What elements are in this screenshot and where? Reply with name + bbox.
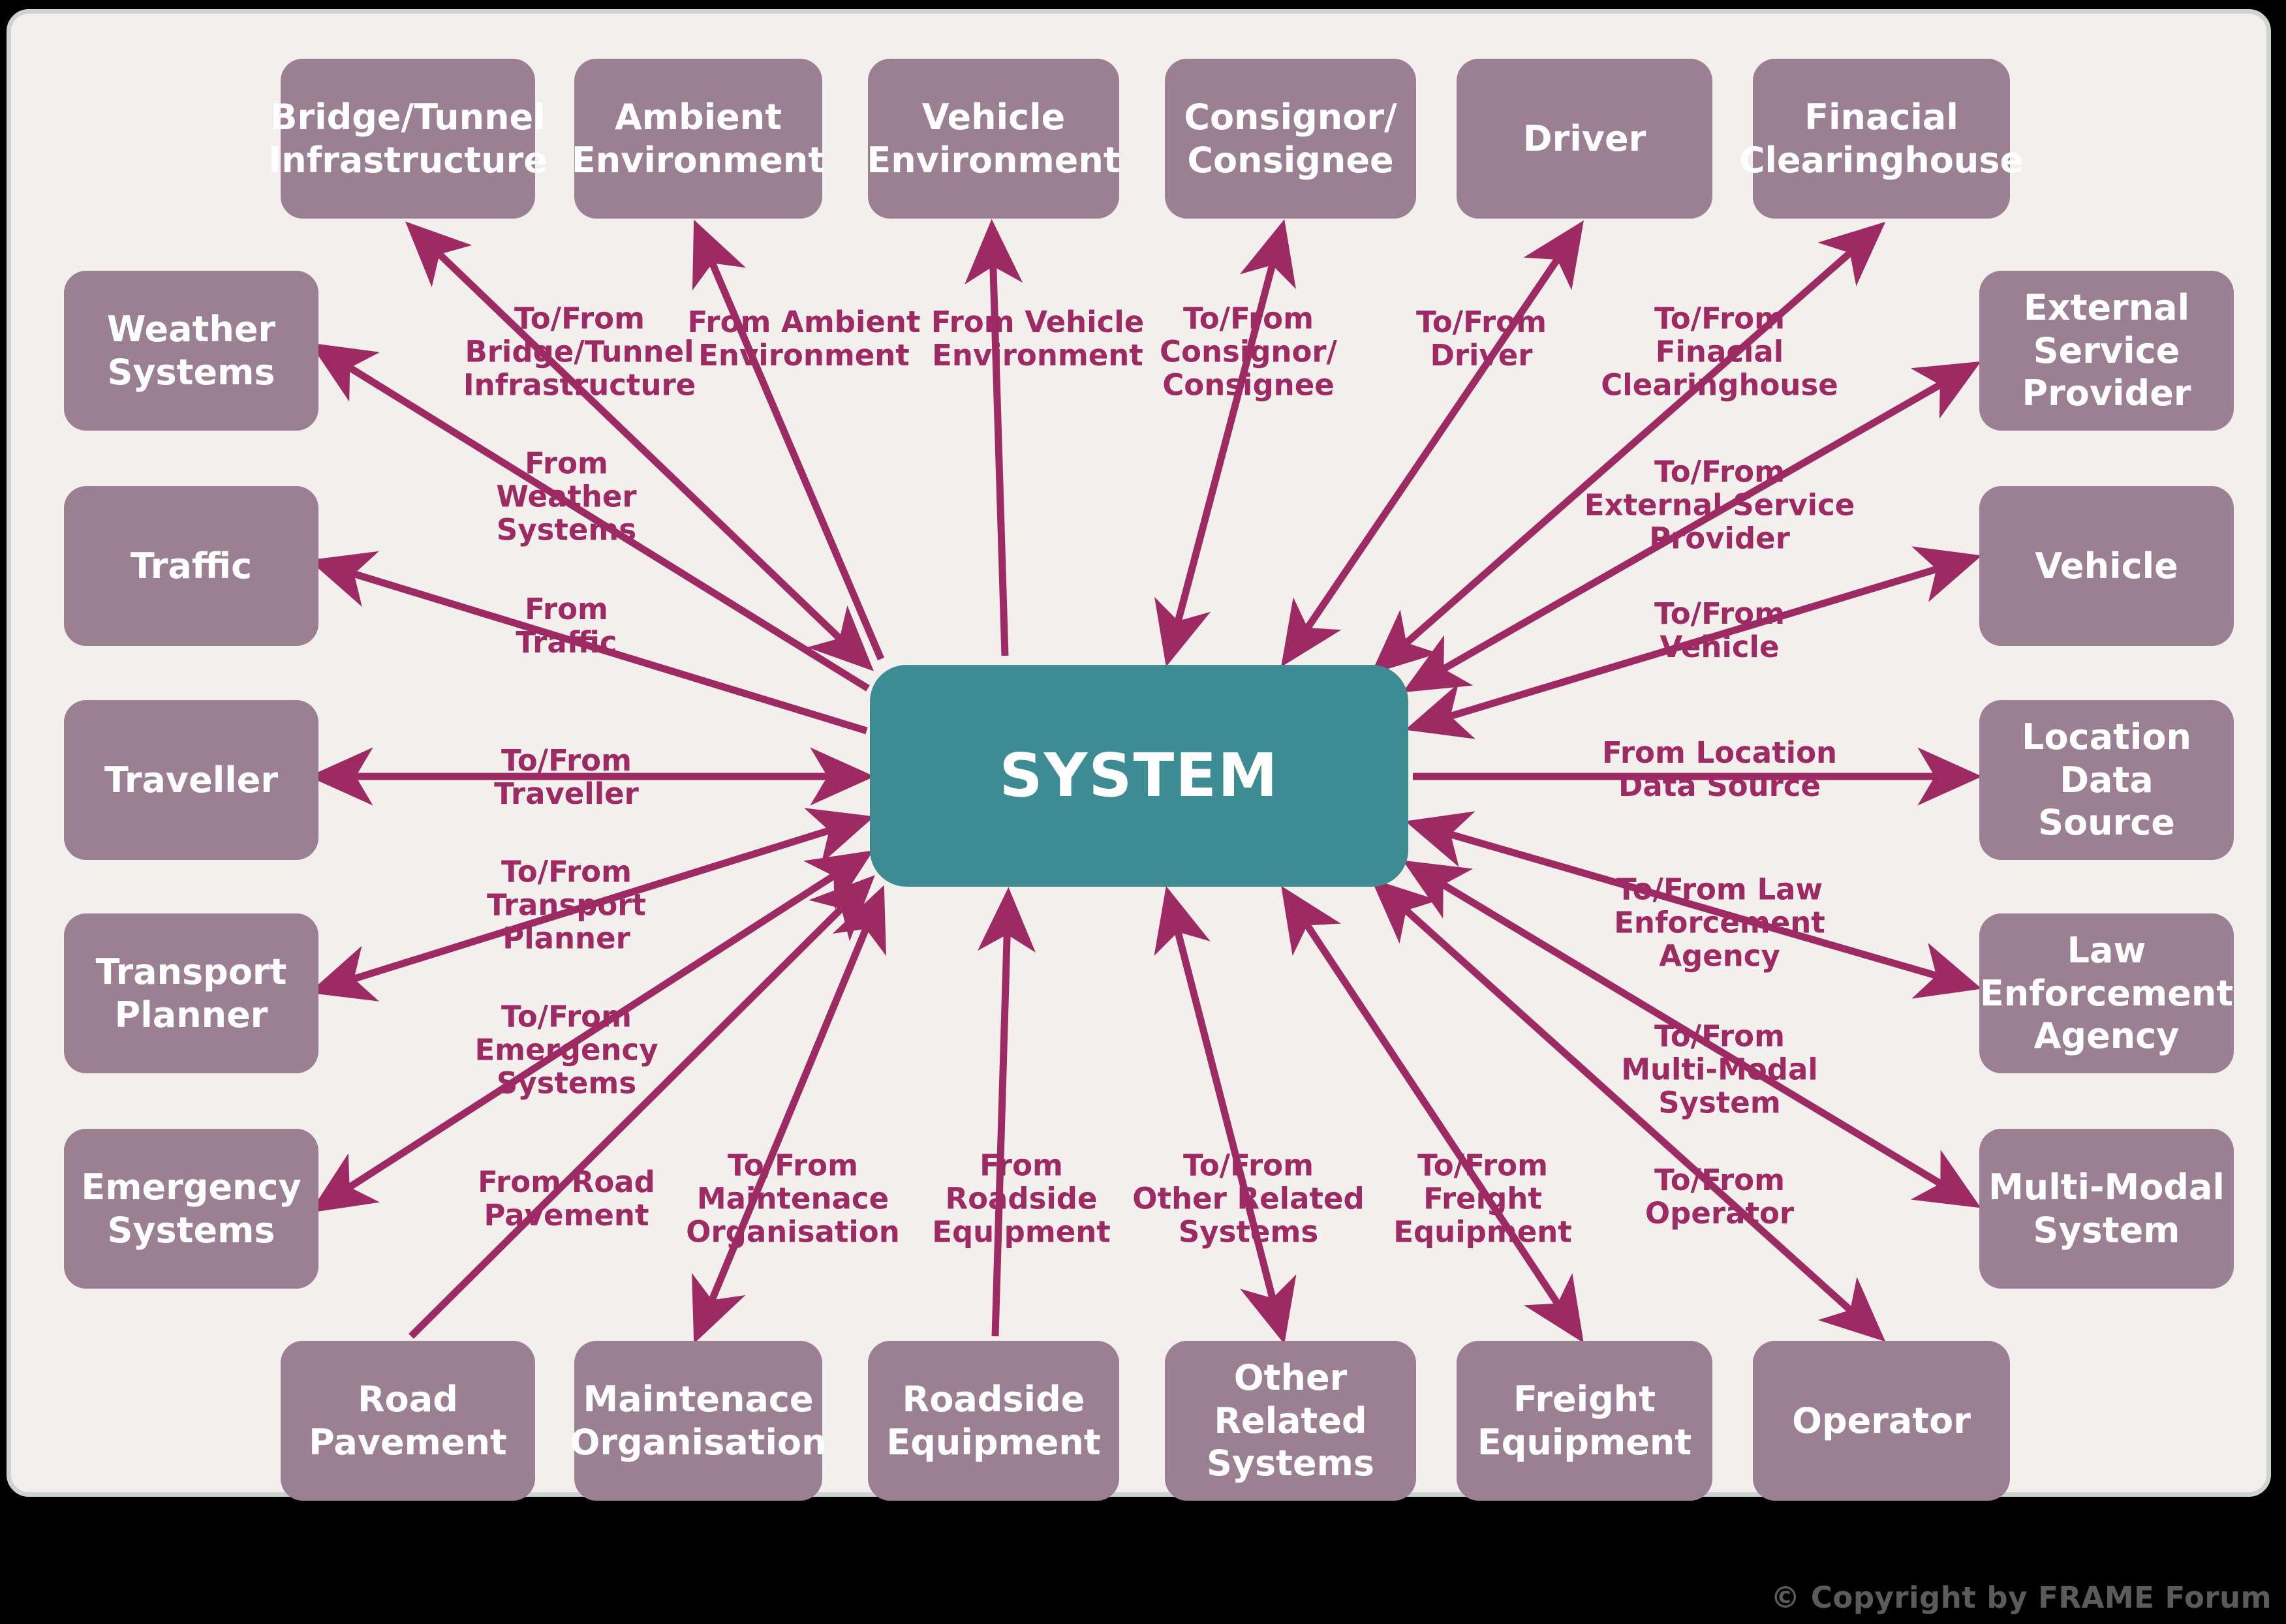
actor-vehicle[interactable]: Vehicle — [1979, 486, 2234, 646]
flow-law-enforcement-agency-label: To/From Law Enforcement Agency — [1614, 872, 1825, 973]
edge-vehicle — [1405, 546, 1982, 739]
edge-roadside-equipment — [977, 887, 1036, 1337]
actor-label: Weather Systems — [106, 308, 276, 393]
flow-road-pavement-label: From Road Pavement — [478, 1165, 655, 1233]
actor-multi-modal-system[interactable]: Multi-Modal System — [1979, 1129, 2234, 1289]
actor-roadside-equipment[interactable]: Roadside Equipment — [868, 1341, 1119, 1501]
actor-label: Roadside Equipment — [886, 1378, 1101, 1463]
actor-label: Vehicle Environment — [867, 96, 1120, 181]
actor-label: Traveller — [104, 759, 279, 801]
actor-location-data-source[interactable]: Location Data Source — [1979, 700, 2234, 860]
flow-multi-modal-system-label: To/From Multi-Modal System — [1621, 1019, 1818, 1120]
actor-driver[interactable]: Driver — [1457, 59, 1712, 219]
actor-label: Consignor/ Consignee — [1184, 96, 1397, 181]
actor-label: Road Pavement — [309, 1378, 507, 1463]
actor-label: External Service Provider — [2022, 286, 2191, 414]
actor-road-pavement[interactable]: Road Pavement — [281, 1341, 535, 1501]
flow-roadside-equipment-label: From Roadside Equipment — [932, 1148, 1111, 1249]
flow-other-related-systems-label: To/From Other Related Systems — [1132, 1148, 1365, 1249]
actor-label: Multi-Modal System — [1988, 1166, 2225, 1251]
actor-label: Finacial Clearinghouse — [1738, 96, 2024, 181]
actor-transport-planner[interactable]: Transport Planner — [64, 913, 318, 1073]
edge-other-related-systems — [1154, 886, 1297, 1344]
actor-bridge-tunnel-infrastructure[interactable]: Bridge/Tunnel Infrastructure — [268, 59, 548, 219]
actor-ambient-environment[interactable]: Ambient Environment — [571, 59, 826, 219]
edge-freight-equipment — [1281, 885, 1584, 1343]
actor-law-enforcement-agency[interactable]: Law Enforcement Agency — [1979, 913, 2234, 1073]
actor-label: Emergency Systems — [81, 1166, 301, 1251]
flow-ambient-environment-label: From Ambient Environment — [687, 305, 921, 373]
actor-label: Location Data Source — [2022, 716, 2191, 844]
flow-driver-label: To/From Driver — [1416, 305, 1547, 373]
edge-finacial-clearinghouse — [1370, 221, 1886, 675]
actor-label: Other Related Systems — [1206, 1356, 1375, 1484]
actor-consignor-consignee[interactable]: Consignor/ Consignee — [1165, 59, 1416, 219]
edge-driver — [1281, 220, 1584, 667]
actor-finacial-clearinghouse[interactable]: Finacial Clearinghouse — [1739, 59, 2024, 219]
flow-emergency-systems-label: To/From Emergency Systems — [474, 999, 658, 1101]
flow-vehicle-environment-label: From Vehicle Environment — [931, 305, 1145, 373]
actor-label: Maintenace Organisation — [570, 1378, 827, 1463]
actor-label: Bridge/Tunnel Infrastructure — [268, 96, 548, 181]
actor-label: Transport Planner — [95, 951, 287, 1035]
edge-transport-planner — [309, 808, 874, 1002]
flow-traveller-label: To/From Traveller — [494, 743, 639, 811]
flow-maintenace-organisation-label: To/From Maintenace Organisation — [686, 1148, 900, 1249]
flow-location-data-source-label: From Location Data Source — [1601, 735, 1838, 803]
edge-bridge-tunnel-infrastructure — [405, 221, 874, 671]
actor-label: Law Enforcement Agency — [1979, 929, 2234, 1057]
actor-external-service-provider[interactable]: External Service Provider — [1979, 271, 2234, 431]
flow-traffic-label: From Traffic — [516, 592, 617, 660]
actor-weather-systems[interactable]: Weather Systems — [64, 271, 318, 431]
flow-vehicle-label: To/From Vehicle — [1654, 596, 1785, 664]
system-box[interactable]: SYSTEM — [870, 665, 1408, 887]
edge-vehicle-environment — [965, 219, 1023, 656]
actor-emergency-systems[interactable]: Emergency Systems — [64, 1129, 318, 1289]
edge-weather-systems — [309, 343, 870, 692]
actor-traveller[interactable]: Traveller — [64, 700, 318, 860]
actor-other-related-systems[interactable]: Other Related Systems — [1165, 1341, 1416, 1501]
actor-label: Vehicle — [2035, 545, 2178, 587]
flow-weather-systems-label: From Weather Systems — [496, 446, 637, 547]
actor-label: Operator — [1792, 1400, 1971, 1441]
actor-freight-equipment[interactable]: Freight Equipment — [1457, 1341, 1712, 1501]
actor-label: Driver — [1522, 117, 1646, 159]
actor-vehicle-environment[interactable]: Vehicle Environment — [867, 59, 1120, 219]
flow-external-service-provider-label: To/From External Service Provider — [1584, 454, 1855, 556]
flow-consignor-consignee-label: To/From Consignor/ Consignee — [1160, 301, 1337, 403]
actor-label: Traffic — [130, 545, 253, 587]
edge-traffic — [309, 551, 868, 735]
actor-traffic[interactable]: Traffic — [64, 486, 318, 646]
copyright-notice: © Copyright by FRAME Forum — [1770, 1580, 2272, 1615]
actor-label: Ambient Environment — [571, 96, 826, 181]
flow-freight-equipment-label: To/From Freight Equipment — [1393, 1148, 1572, 1249]
flow-finacial-clearinghouse-label: To/From Finacial Clearinghouse — [1601, 301, 1838, 403]
system-label: SYSTEM — [999, 740, 1279, 810]
actor-operator[interactable]: Operator — [1753, 1341, 2010, 1501]
actor-maintenace-organisation[interactable]: Maintenace Organisation — [570, 1341, 827, 1501]
flow-operator-label: To/From Operator — [1645, 1163, 1795, 1231]
actor-label: Freight Equipment — [1477, 1378, 1692, 1463]
flow-transport-planner-label: To/From Transport Planner — [487, 854, 646, 956]
edge-consignor-consignee — [1154, 219, 1296, 667]
edge-ambient-environment — [692, 219, 885, 661]
flow-bridge-tunnel-infrastructure-label: To/From Bridge/Tunnel Infrastructure — [463, 301, 696, 403]
